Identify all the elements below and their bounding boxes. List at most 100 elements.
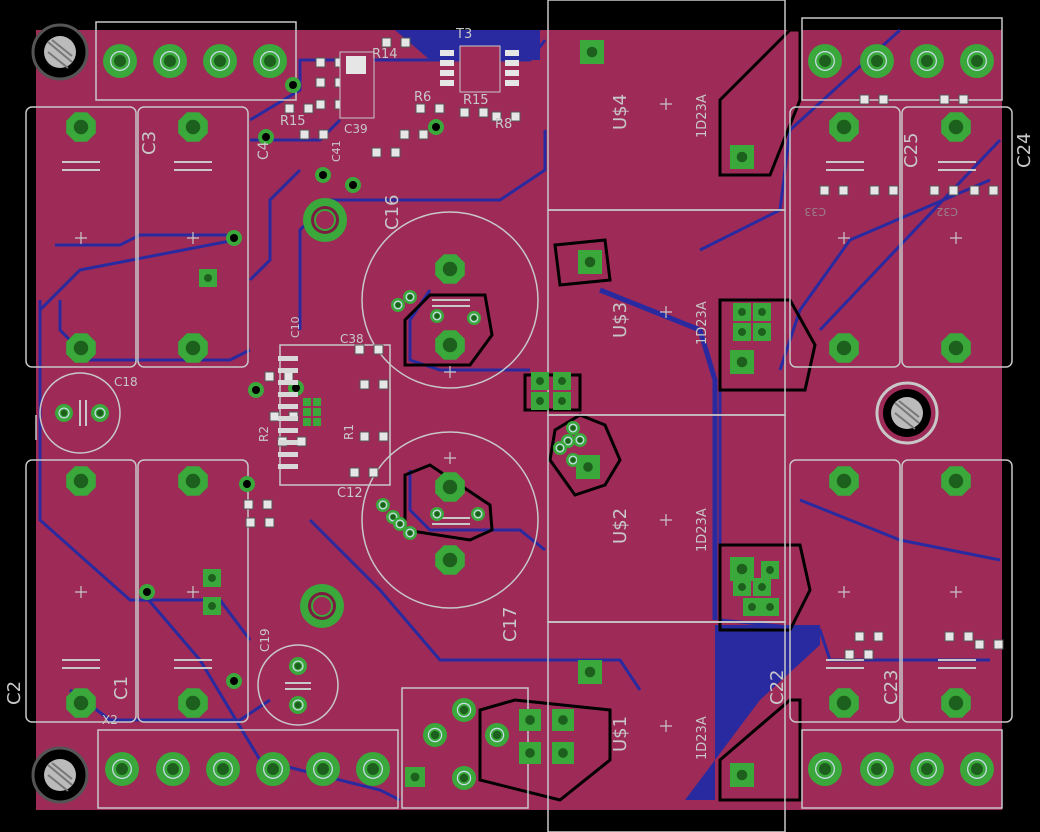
trace-b18	[308, 518, 642, 691]
bottom-copper-zone-mid	[715, 625, 820, 760]
smd-resistor	[854, 631, 884, 642]
small-round-pad	[430, 507, 444, 521]
label-u3: U$3	[610, 302, 631, 338]
c23-outline	[901, 459, 1013, 723]
c25-left-outline	[789, 106, 901, 368]
smd-resistor	[349, 467, 379, 478]
mount-ring-right	[875, 381, 939, 445]
part-u2: 1D23A	[695, 508, 710, 552]
bottom-copper-zone-bottom	[685, 760, 715, 800]
regulator-pad	[730, 145, 754, 169]
terminal-pad-bottom-right	[960, 752, 994, 786]
smd-resistor	[415, 103, 445, 114]
label-c17: C17	[500, 607, 521, 642]
c19-pad	[289, 657, 307, 675]
label-c33: C33	[804, 205, 826, 218]
smd-resistor	[243, 499, 273, 510]
square-pad	[753, 303, 771, 321]
mount-hole-bottom-left	[31, 746, 89, 804]
label-u1: U$1	[610, 716, 631, 752]
c18-pad	[55, 404, 73, 422]
smd-resistor	[819, 185, 849, 196]
terminal-pad-top-left	[203, 44, 237, 78]
terminal-pad-bottom-left	[105, 752, 139, 786]
t3-ic	[440, 45, 519, 93]
c18-pad	[91, 404, 109, 422]
regulator-pad	[577, 456, 599, 478]
trace-b13	[818, 138, 1002, 332]
outline-1	[403, 293, 494, 367]
terminal-pad-bottom-left	[206, 752, 240, 786]
terminal-pad-top-left	[103, 44, 137, 78]
label-c16: C16	[382, 195, 403, 230]
small-round-pad	[573, 433, 587, 447]
label-r2: R2	[257, 426, 271, 442]
mount-hole-top-left	[31, 23, 89, 81]
through-hole-pads	[55, 40, 994, 790]
center-ic	[278, 356, 321, 469]
label-c23: C23	[881, 670, 902, 705]
terminal-pad-bottom-left	[256, 752, 290, 786]
square-pad	[733, 578, 751, 596]
outline-4	[553, 238, 612, 287]
label-c32: C32	[936, 205, 958, 218]
label-c3: C3	[139, 131, 160, 155]
capacitor-pad	[178, 688, 208, 718]
square-pad	[553, 372, 571, 390]
copper-pour-main	[36, 30, 1002, 810]
small-round-pad	[403, 290, 417, 304]
smd-resistor	[359, 431, 389, 442]
small-round-pad	[566, 421, 580, 435]
relay-pad	[423, 723, 447, 747]
smd-resistor	[974, 639, 1004, 650]
small-round-pad	[467, 311, 481, 325]
relay-pad	[519, 709, 541, 731]
smd-resistor	[939, 94, 969, 105]
label-c24: C24	[1014, 133, 1035, 168]
capacitor-pad	[66, 688, 96, 718]
square-pad	[203, 569, 221, 587]
relay-pad	[519, 742, 541, 764]
terminal-pad-top-right	[960, 44, 994, 78]
via	[139, 584, 155, 600]
copper-pour	[36, 30, 1002, 810]
square-pad	[761, 598, 779, 616]
c17-outline	[361, 431, 539, 609]
via	[226, 673, 242, 689]
c19-pad	[289, 696, 307, 714]
c18-outline	[39, 372, 121, 454]
connector-top-left-outline	[95, 21, 297, 101]
smd-resistor	[381, 37, 411, 48]
square-pad	[743, 598, 761, 616]
ic-center-outline	[279, 344, 391, 486]
smd-resistor	[299, 129, 329, 140]
via	[258, 129, 274, 145]
regulator-pad	[730, 557, 754, 581]
terminal-pad-bottom-left	[356, 752, 390, 786]
mounting-holes	[31, 23, 931, 804]
label-c41: C41	[330, 140, 343, 162]
c2-outline	[25, 459, 137, 723]
regulator-pad	[730, 763, 754, 787]
small-round-pad	[566, 453, 580, 467]
terminal-pad-top-left	[153, 44, 187, 78]
label-r15: R15	[280, 114, 306, 129]
outline-7	[718, 28, 802, 177]
trace-b11	[718, 380, 990, 662]
label-r6: R6	[414, 90, 431, 105]
square-pad	[199, 269, 217, 287]
small-round-pad	[376, 498, 390, 512]
smd-resistor	[284, 103, 314, 114]
regulator-pad	[580, 40, 604, 64]
label-c1: C1	[111, 676, 132, 700]
part-u3: 1D23A	[695, 301, 710, 345]
capacitor-pad	[941, 688, 971, 718]
label-r14: R14	[372, 47, 398, 62]
regulator-pad	[730, 350, 754, 374]
via	[315, 167, 331, 183]
capacitor-pad	[66, 466, 96, 496]
c1-outline	[137, 459, 249, 723]
square-pad	[733, 323, 751, 341]
label-r15b: R15	[463, 93, 489, 108]
regulator-pad	[578, 250, 602, 274]
